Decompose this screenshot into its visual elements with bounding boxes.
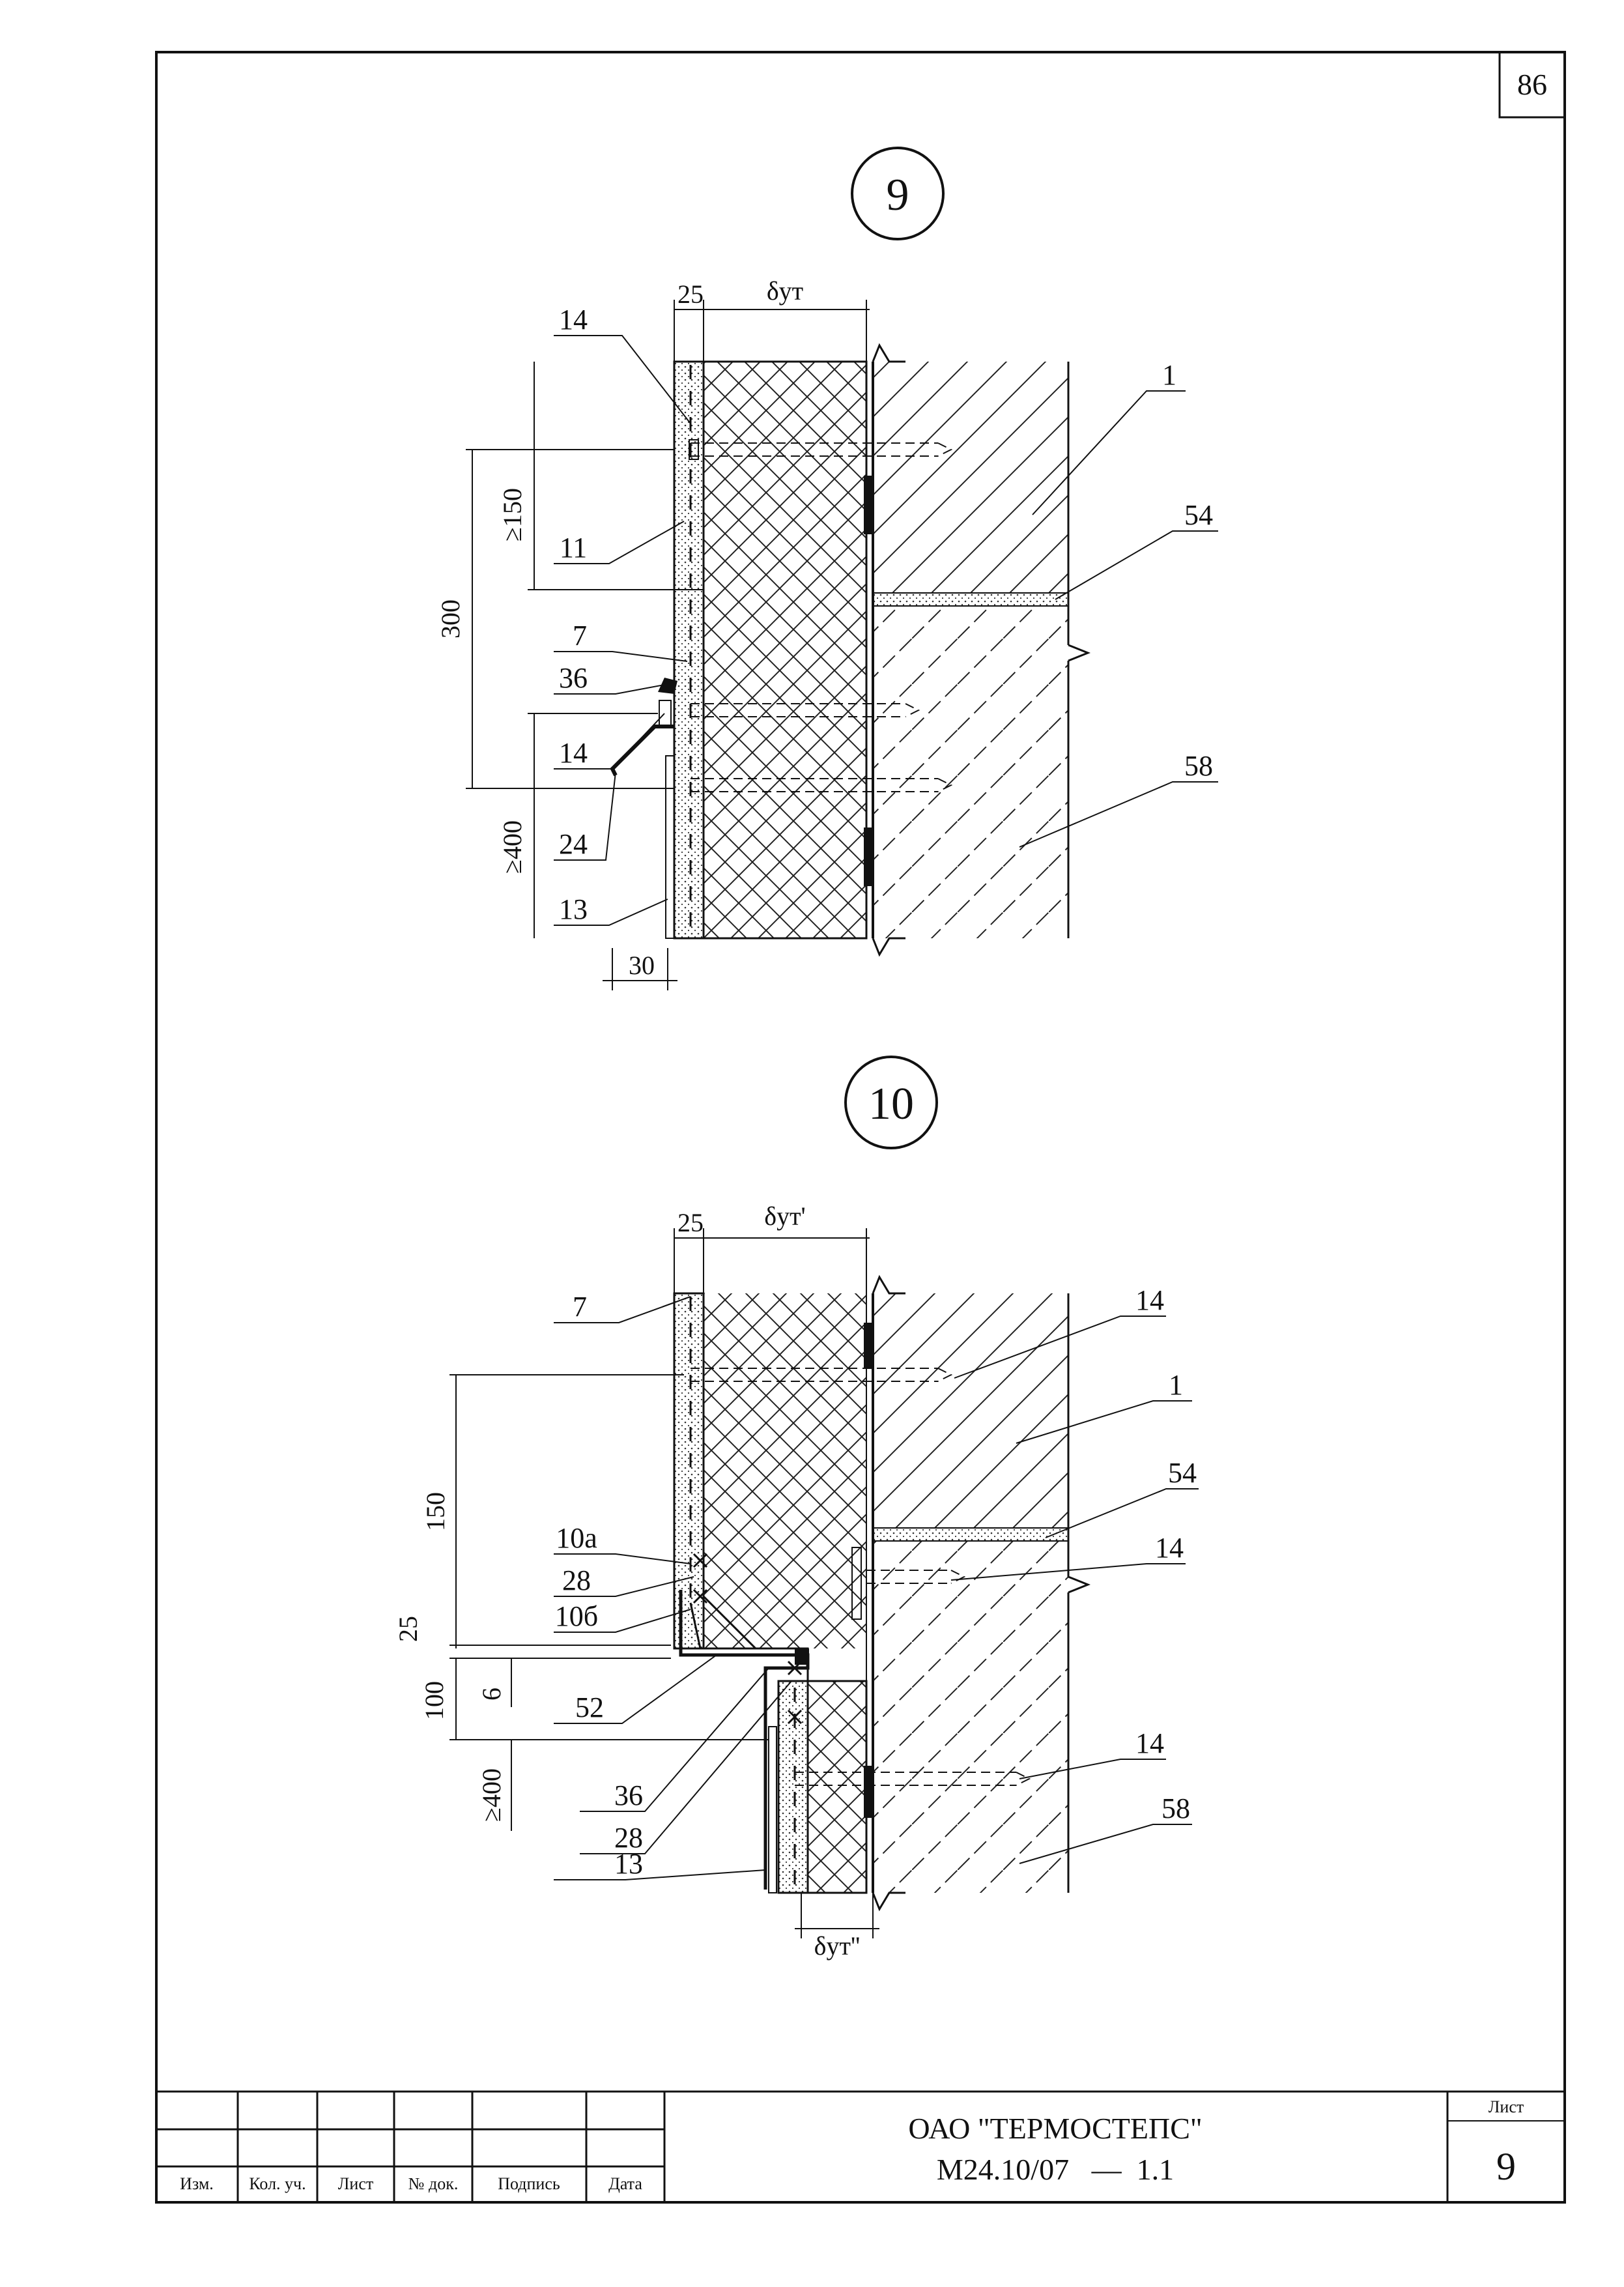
callout-10-1: 1: [1169, 1369, 1183, 1401]
detail-10-marker-circle: [844, 1056, 938, 1149]
callout-10-36: 36: [614, 1779, 643, 1811]
dimensions-9: [466, 300, 870, 990]
dim-10-top-face: 25: [677, 1208, 704, 1237]
detail-9: 9: [436, 147, 1218, 990]
mortar-joint-9: [872, 592, 1069, 607]
callout-10-13: 13: [614, 1848, 643, 1880]
callout-9-11: 11: [560, 532, 587, 564]
leaders-9: [554, 335, 1218, 926]
concrete-wall-10: [873, 1541, 1068, 1893]
dim-9-top-face: 25: [677, 280, 704, 309]
callout-10-14a: 14: [1135, 1284, 1164, 1316]
insulation-9: [702, 360, 868, 940]
callout-9-14b: 14: [559, 737, 588, 769]
callout-10-7: 7: [573, 1291, 587, 1323]
sheet-number: 9: [1496, 2145, 1516, 2188]
dim-9-d: 30: [629, 951, 655, 980]
sheet-label: Лист: [1489, 2097, 1524, 2116]
page-number-box: [1498, 51, 1566, 119]
tb-header-kol-uch: Кол. уч.: [249, 2174, 306, 2193]
lower-render-10: [777, 1680, 809, 1894]
callout-10-58: 58: [1161, 1792, 1190, 1824]
callout-10-14c: 14: [1135, 1727, 1164, 1759]
leaders-10: [554, 1296, 1199, 1880]
callout-9-14a: 14: [559, 304, 588, 336]
anchors-9: [659, 439, 953, 792]
dim-10-e: ≥400: [477, 1768, 506, 1822]
mortar-joint-10: [872, 1527, 1069, 1542]
callout-9-1: 1: [1162, 359, 1176, 391]
tb-header-izm: Изм.: [180, 2174, 214, 2193]
dimensions-10: [449, 1228, 879, 1938]
dim-10-a: 150: [421, 1492, 450, 1531]
callout-10-52: 52: [575, 1691, 604, 1723]
tb-header-list: Лист: [338, 2174, 373, 2193]
dim-10-c: 100: [420, 1681, 449, 1720]
tb-header-signature: Подпись: [498, 2174, 560, 2193]
callout-9-7: 7: [573, 620, 587, 652]
callout-9-24: 24: [559, 828, 588, 860]
concrete-wall-9: [873, 606, 1068, 938]
callout-10-28b: 28: [614, 1822, 643, 1854]
callout-9-54: 54: [1184, 499, 1213, 531]
brick-wall-10: [873, 1293, 1068, 1528]
upper-render-10: [673, 1292, 705, 1650]
callout-9-58: 58: [1184, 750, 1213, 782]
page-number: 86: [1517, 68, 1547, 101]
lower-insulation-10: [806, 1680, 868, 1894]
brick-wall-9: [873, 362, 1068, 593]
callout-10-54: 54: [1168, 1457, 1197, 1489]
dim-9-b: 300: [436, 599, 465, 639]
tb-header-date: Дата: [608, 2174, 642, 2193]
callout-10-14b: 14: [1155, 1532, 1184, 1564]
callout-10-10b: 10б: [555, 1600, 598, 1632]
dim-9-c: ≥400: [498, 820, 527, 874]
anchors-10: [691, 1368, 1031, 1786]
dim-9-top-insulation: δут: [767, 276, 803, 306]
tb-header-doc: № док.: [408, 2174, 459, 2193]
detail-9-marker: 9: [887, 170, 909, 220]
sheet-frame: [155, 51, 1566, 2204]
detail-10-marker: 10: [868, 1079, 914, 1129]
detail-10: 10: [393, 1056, 1199, 1961]
document-code: М24.10/07 — 1.1: [937, 2153, 1174, 2186]
drip-flashing-9: [610, 725, 674, 777]
callout-10-28a: 28: [562, 1564, 591, 1596]
dim-10-d: 6: [477, 1688, 506, 1701]
upper-insulation-10: [704, 1293, 866, 1648]
dim-10-b: 25: [393, 1616, 423, 1642]
title-block: Изм. Кол. уч. Лист № док. Подпись Дата О…: [156, 2090, 1565, 2202]
dim-10-top-insulation: δут': [764, 1201, 806, 1231]
dim-10-bottom-insulation: δут'': [814, 1931, 861, 1961]
callout-10-10a: 10а: [556, 1522, 597, 1554]
dim-9-a: ≥150: [498, 488, 527, 541]
callout-9-36: 36: [559, 662, 588, 694]
callout-9-13: 13: [559, 893, 588, 925]
detail-9-marker-circle: [851, 147, 945, 240]
organization-name: ОАО "ТЕРМОСТЕПС": [908, 2112, 1202, 2145]
